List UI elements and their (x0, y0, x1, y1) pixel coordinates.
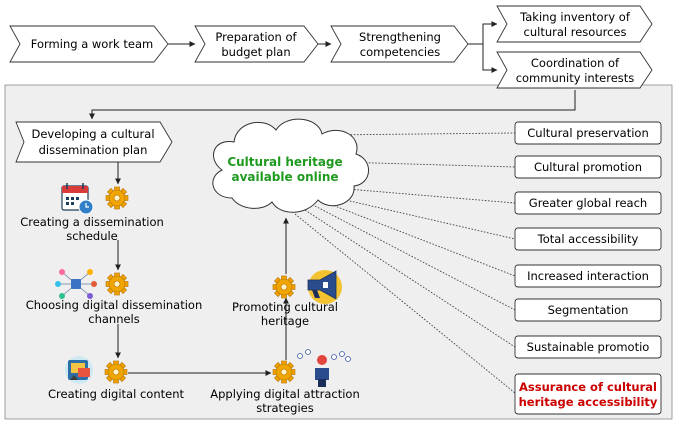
outcome-label: Sustainable promotio (527, 340, 650, 354)
cloud-label-2: available online (231, 170, 338, 184)
outcome-global-reach: Greater global reach (514, 191, 662, 215)
gear-icon (104, 360, 128, 384)
step-dissemination-plan-label-2: dissemination plan (39, 143, 148, 157)
attraction-label-1: Applying digital attraction (210, 387, 360, 401)
step-competencies-label-1: Strengthening (359, 30, 441, 44)
outcome-increased-interaction: Increased interaction (514, 264, 662, 288)
channels-label-2: channels (88, 312, 140, 326)
attraction-label-2: strategies (256, 401, 313, 415)
step-budget-plan-label-2: budget plan (221, 45, 290, 59)
step-coordination-label-1: Coordination of (531, 56, 620, 70)
step-inventory-label-1: Taking inventory of (519, 10, 631, 24)
promoting-label-2: heritage (261, 314, 309, 328)
network-channels-icon (55, 269, 97, 299)
step-competencies-label-2: competencies (360, 45, 440, 59)
schedule-label-1: Creating a dissemination (20, 215, 164, 229)
gear-icon (272, 360, 296, 384)
outcome-cultural-preservation: Cultural preservation (514, 121, 662, 145)
step-coordination: Coordination of community interests (496, 51, 653, 89)
gear-icon (105, 272, 129, 296)
cloud-label-1: Cultural heritage (227, 155, 342, 169)
outcome-label: Total accessibility (537, 232, 639, 246)
content-label: Creating digital content (48, 387, 184, 401)
schedule-label-2: schedule (66, 229, 118, 243)
step-budget-plan: Preparation of budget plan (194, 25, 319, 63)
promoting-label-1: Promoting cultural (232, 300, 338, 314)
megaphone-icon (307, 270, 342, 304)
outcome-sustainable-promotion: Sustainable promotio (514, 335, 662, 359)
outcome-label: Increased interaction (527, 269, 649, 283)
outcome-label: Cultural preservation (527, 126, 648, 140)
outcome-segmentation: Segmentation (514, 298, 662, 322)
arrow-3-4b (482, 44, 498, 73)
attraction-strategy-icon (297, 349, 351, 387)
arrow-3-4a (468, 21, 498, 45)
step-forming-team-label: Forming a work team (31, 37, 153, 51)
gear-icon (272, 275, 296, 299)
step-dissemination-plan: Developing a cultural dissemination plan (15, 121, 173, 163)
step-inventory-label-2: cultural resources (524, 25, 627, 39)
calendar-clock-icon (61, 183, 94, 215)
step-forming-team: Forming a work team (9, 25, 169, 63)
final-outcome-label-1: Assurance of cultural (519, 380, 657, 394)
channels-label-1: Choosing digital dissemination (26, 298, 203, 312)
outcome-cultural-promotion: Cultural promotion (514, 155, 662, 179)
final-outcome-label-2: heritage accessibility (519, 395, 658, 409)
outcome-heritage-accessibility: Assurance of cultural heritage accessibi… (514, 373, 662, 415)
outcome-connectors (294, 132, 516, 394)
step-dissemination-plan-label-1: Developing a cultural (31, 127, 154, 141)
cloud-heritage-online: Cultural heritage available online (212, 118, 369, 213)
step-budget-plan-label-1: Preparation of (215, 30, 297, 44)
outcome-label: Greater global reach (529, 196, 647, 210)
outcome-label: Segmentation (548, 303, 629, 317)
digital-content-icon (65, 356, 93, 384)
step-coordination-label-2: community interests (516, 71, 635, 85)
step-competencies: Strengthening competencies (330, 25, 469, 63)
step-inventory: Taking inventory of cultural resources (496, 5, 653, 43)
outcome-total-accessibility: Total accessibility (514, 227, 662, 251)
gear-icon (105, 186, 129, 210)
outcome-label: Cultural promotion (534, 160, 642, 174)
arrow-4-5 (89, 90, 576, 120)
